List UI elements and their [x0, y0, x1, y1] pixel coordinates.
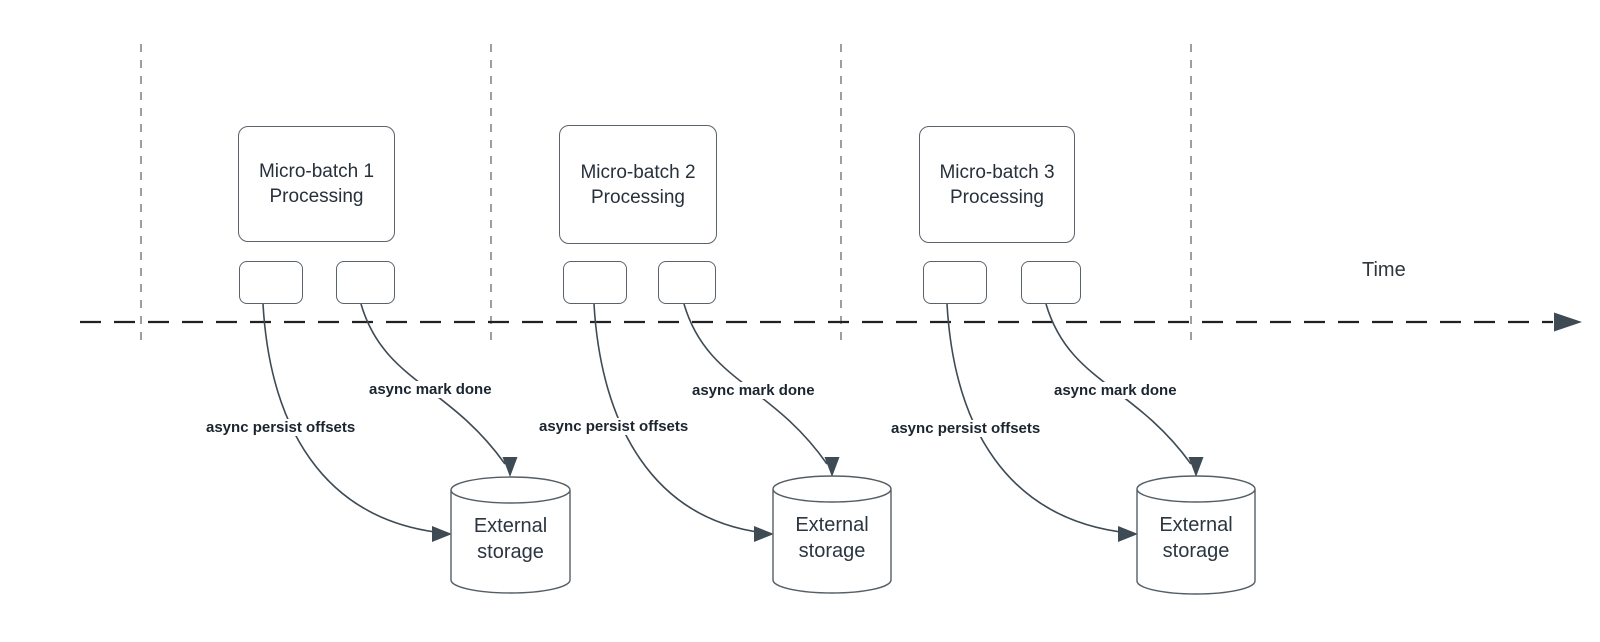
mark-done-arrowhead-3-icon [1188, 457, 1204, 477]
persist-offsets-arrow-3 [946, 303, 1130, 534]
microbatch-1-offset-commit-box [239, 261, 303, 304]
time-axis-label: Time [1362, 259, 1406, 281]
persist-offsets-arrow-2 [593, 303, 766, 534]
persist-offsets-arrowhead-3-icon [1118, 526, 1138, 542]
microbatch-1-title-line2: Processing [269, 186, 364, 207]
mark-done-label-3: async mark done [1052, 382, 1179, 399]
microbatch-3-processing-box: Micro-batch 3 Processing [919, 126, 1075, 243]
external-storage-label-3-line2: storage [1162, 540, 1230, 562]
persist-offsets-arrowhead-2-icon [754, 526, 774, 542]
external-storage-label-1: External storage [451, 506, 570, 572]
external-storage-cylinder-1-icon [450, 476, 571, 594]
mark-done-arrowhead-2-icon [824, 457, 840, 477]
time-axis-arrowhead-icon [1554, 312, 1582, 332]
microbatch-2-processing-box: Micro-batch 2 Processing [559, 125, 717, 244]
external-storage-label-2-line2: storage [798, 540, 866, 562]
external-storage-label-2: External storage [773, 505, 891, 571]
microbatch-2-title-line2: Processing [591, 186, 685, 208]
microbatch-2-done-commit-box [658, 261, 716, 304]
microbatch-3-title-line1: Micro-batch 3 [939, 161, 1055, 183]
mark-done-label-2: async mark done [690, 382, 817, 399]
microbatch-2-title-line1: Micro-batch 2 [580, 161, 696, 183]
mark-done-arrowhead-1-icon [502, 457, 518, 477]
external-storage-label-3-line1: External [1159, 514, 1233, 536]
mark-done-label-1: async mark done [367, 381, 494, 398]
microbatch-3-title-line2: Processing [950, 186, 1044, 208]
microbatch-1-processing-box: Micro-batch 1 Processing [238, 126, 395, 242]
external-storage-label-3: External storage [1137, 505, 1255, 571]
persist-offsets-arrowhead-1-icon [432, 526, 452, 542]
external-storage-cylinder-3-icon [1136, 475, 1256, 595]
persist-offsets-arrow-1 [262, 303, 444, 534]
external-storage-label-1-line2: storage [477, 541, 544, 563]
persist-offsets-label-2: async persist offsets [537, 418, 691, 435]
microbatch-3-offset-commit-box [923, 261, 987, 304]
persist-offsets-label-1: async persist offsets [204, 419, 358, 436]
persist-offsets-label-3: async persist offsets [889, 420, 1043, 437]
external-storage-label-1-line1: External [473, 515, 548, 537]
microbatch-1-title-line1: Micro-batch 1 [258, 161, 375, 182]
external-storage-cylinder-2-icon [772, 475, 892, 594]
microbatch-1-done-commit-box [336, 261, 395, 304]
microbatch-2-offset-commit-box [563, 261, 627, 304]
external-storage-label-2-line1: External [795, 514, 869, 536]
microbatch-3-done-commit-box [1021, 261, 1081, 304]
